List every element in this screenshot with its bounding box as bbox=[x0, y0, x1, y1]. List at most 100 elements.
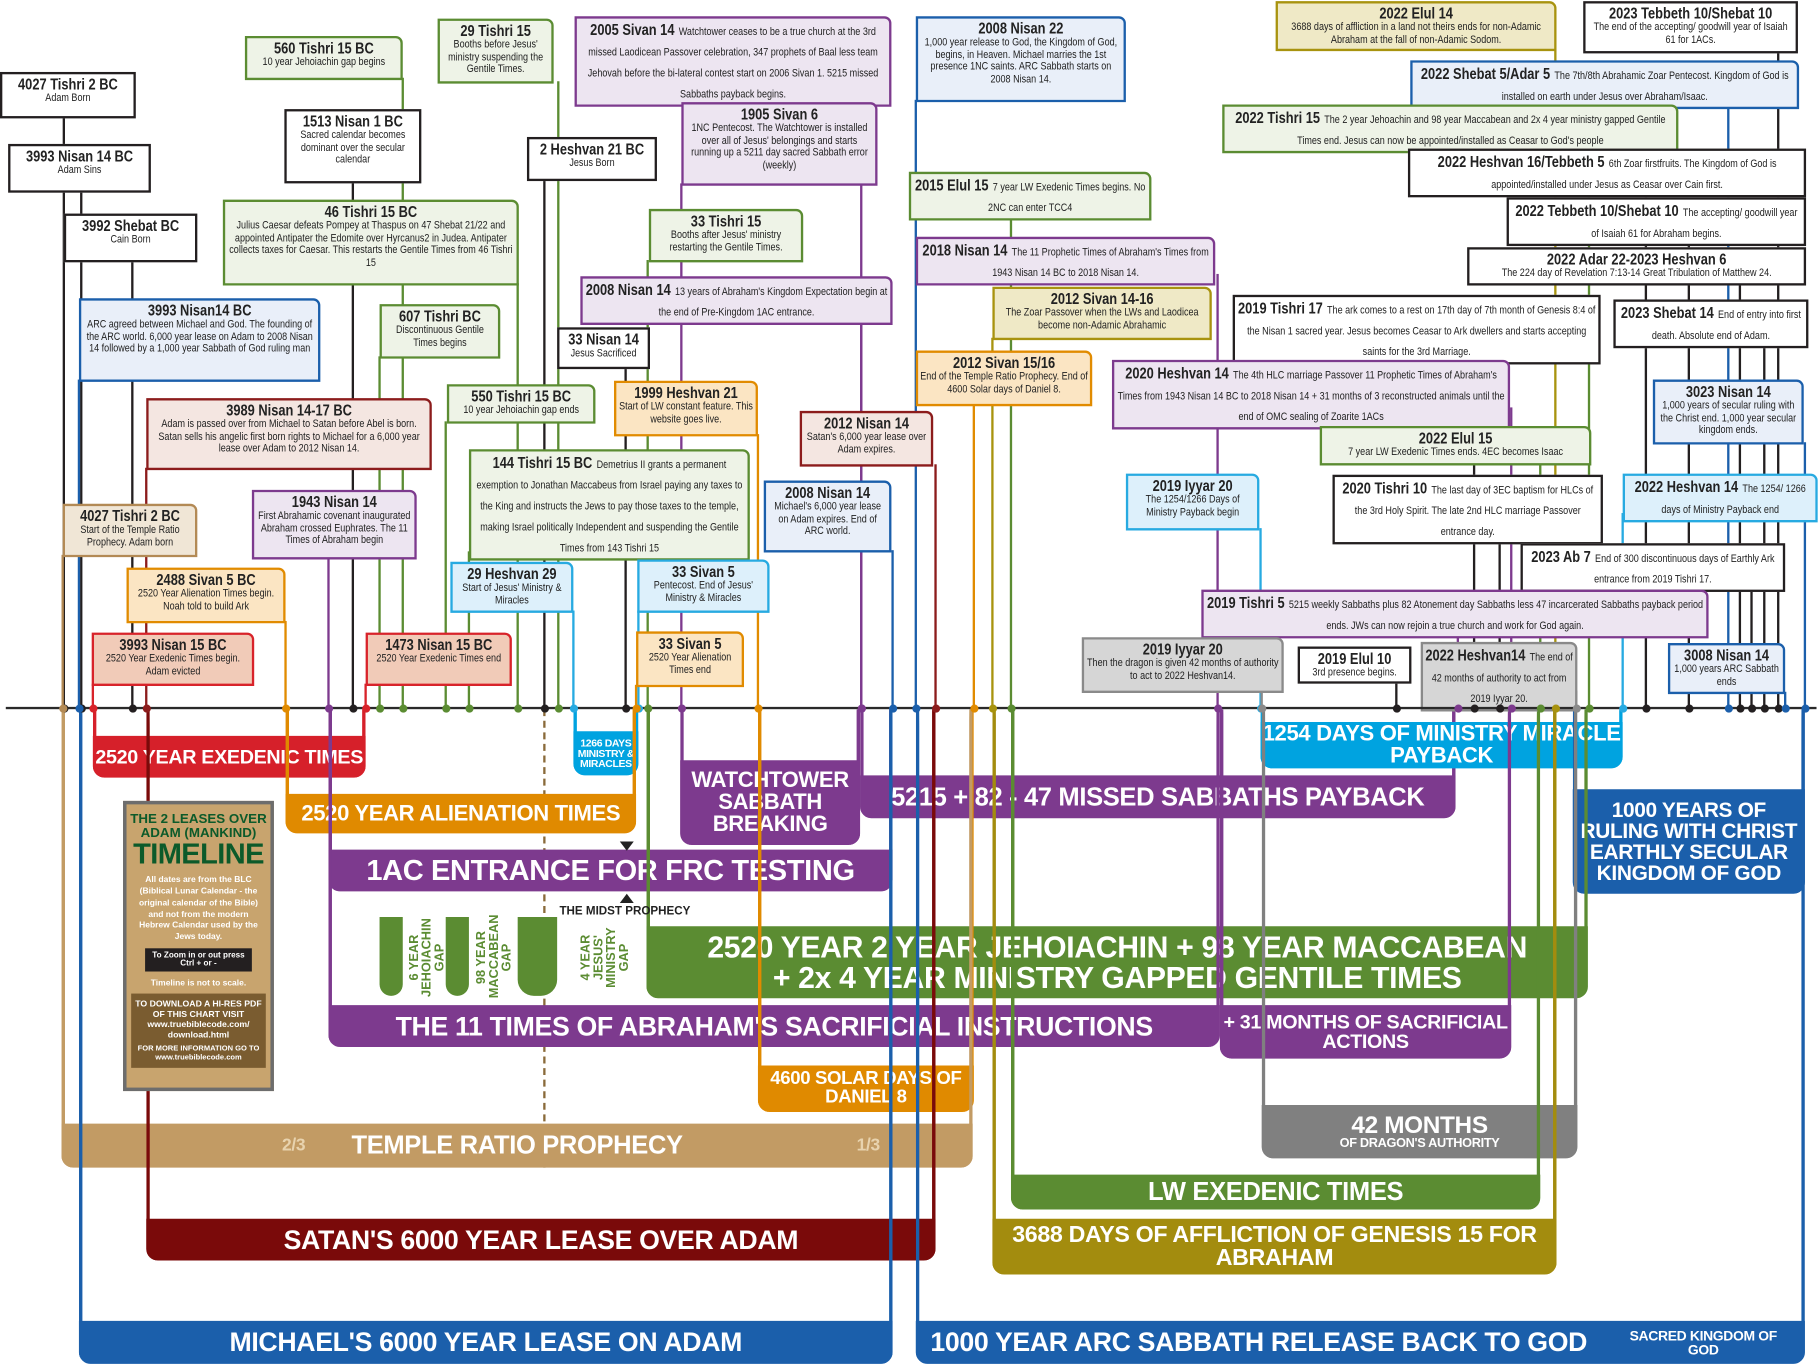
timeline-dot[interactable] bbox=[889, 704, 898, 713]
event-box-e35[interactable]: 2022 Heshvan 16/Tebbeth 5 6th Zoar first… bbox=[1407, 148, 1807, 198]
event-box-e51[interactable]: 2019 Tishri 5 5215 weekly Sabbaths plus … bbox=[1201, 589, 1709, 639]
timeline-dot[interactable] bbox=[1007, 704, 1016, 713]
timeline-dot[interactable] bbox=[912, 704, 921, 713]
timeline-dot[interactable] bbox=[376, 704, 385, 713]
event-box-e37[interactable]: 2022 Tebbeth 10/Shebat 10 The accepting/… bbox=[1506, 197, 1807, 246]
legend-download-link[interactable]: TO DOWNLOAD A HI-RES PDF OF THIS CHART V… bbox=[135, 998, 262, 1040]
timeline-dot[interactable] bbox=[1781, 704, 1790, 713]
timeline-dot[interactable] bbox=[1572, 704, 1581, 713]
timeline-dot[interactable] bbox=[857, 704, 866, 713]
timeline-dot[interactable] bbox=[59, 704, 68, 713]
event-box-e36[interactable]: 2015 Elul 15 7 year LW Exedenic Times be… bbox=[908, 171, 1152, 221]
event-box-e33[interactable]: 2022 Shebat 5/Adar 5 The 7th/8th Abraham… bbox=[1410, 60, 1800, 109]
timeline-dot[interactable] bbox=[1454, 704, 1463, 713]
timeline-dot[interactable] bbox=[644, 704, 653, 713]
timeline-dot[interactable] bbox=[89, 704, 98, 713]
timeline-dot[interactable] bbox=[128, 704, 137, 713]
timeline-dot[interactable] bbox=[1801, 704, 1810, 713]
event-box-e9[interactable]: 2005 Sivan 14 Watchtower ceases to be a … bbox=[574, 16, 892, 107]
timeline-dot[interactable] bbox=[1736, 704, 1745, 713]
timeline-dot[interactable] bbox=[142, 704, 151, 713]
timeline-dot[interactable] bbox=[677, 704, 686, 713]
timeline-dot[interactable] bbox=[1214, 704, 1223, 713]
event-box-e42[interactable]: 2023 Shebat 14 End of entry into first d… bbox=[1613, 299, 1809, 348]
timeline-dot[interactable] bbox=[1470, 704, 1479, 713]
timeline-dot[interactable] bbox=[1760, 704, 1769, 713]
timeline-dot[interactable] bbox=[1748, 704, 1757, 713]
event-box-e13[interactable]: 2008 Nisan 14 13 years of Abraham's King… bbox=[580, 276, 893, 325]
timeline-dot[interactable] bbox=[1496, 704, 1505, 713]
timeline-dot[interactable] bbox=[1642, 704, 1651, 713]
timeline-dot[interactable] bbox=[1551, 704, 1560, 713]
timeline-dot[interactable] bbox=[324, 704, 334, 713]
timeline-dot[interactable] bbox=[554, 704, 563, 713]
timeline-dot[interactable] bbox=[1619, 704, 1628, 713]
timeline-dot[interactable] bbox=[465, 704, 474, 713]
timeline-dot[interactable] bbox=[988, 704, 998, 713]
timeline-dot[interactable] bbox=[632, 704, 641, 713]
event-box-e50[interactable]: 2023 Ab 7 End of 300 discontinuous days … bbox=[1520, 543, 1786, 592]
timeline-dot[interactable] bbox=[75, 704, 84, 713]
timeline-dot[interactable] bbox=[1258, 704, 1267, 713]
timeline-dot[interactable] bbox=[1536, 704, 1545, 713]
event-box-e20[interactable]: 144 Tishri 15 BC Demetrius II grants a p… bbox=[468, 449, 750, 561]
timeline-dot[interactable] bbox=[349, 704, 358, 713]
legend-info-link[interactable]: FOR MORE INFORMATION GO TO www.truebible… bbox=[137, 1044, 260, 1062]
event-box-e54[interactable]: 2022 Heshvan14 The end of 42 months of a… bbox=[1420, 641, 1578, 712]
event-box-e48[interactable]: 2020 Tishri 10 The last day of 3EC bapti… bbox=[1332, 474, 1603, 545]
timeline-dot[interactable] bbox=[569, 704, 579, 713]
event-box-e49[interactable]: 2022 Heshvan 14 The 1254/ 1266 days of M… bbox=[1622, 473, 1818, 523]
timeline-dot[interactable] bbox=[970, 704, 979, 713]
event-box-e44[interactable]: 2020 Heshvan 14 The 4th HLC marriage Pas… bbox=[1111, 359, 1511, 430]
timeline-dot[interactable] bbox=[282, 704, 291, 713]
timeline-dot[interactable] bbox=[362, 704, 371, 713]
timeline-dot[interactable] bbox=[1685, 704, 1694, 713]
timeline-dot[interactable] bbox=[399, 704, 408, 713]
timeline-dot[interactable] bbox=[1585, 704, 1594, 713]
timeline-dot[interactable] bbox=[442, 704, 451, 713]
timeline-dot[interactable] bbox=[932, 704, 941, 713]
timeline-dot[interactable] bbox=[1774, 704, 1783, 713]
event-box-e41[interactable]: 2019 Tishri 17 The ark comes to a rest o… bbox=[1232, 294, 1601, 365]
timeline-dot[interactable] bbox=[514, 704, 523, 713]
event-box-e34[interactable]: 2022 Tishri 15 The 2 year Jehoachin and … bbox=[1222, 104, 1679, 153]
timeline-dot[interactable] bbox=[754, 704, 763, 713]
timeline-dot[interactable] bbox=[540, 704, 550, 713]
